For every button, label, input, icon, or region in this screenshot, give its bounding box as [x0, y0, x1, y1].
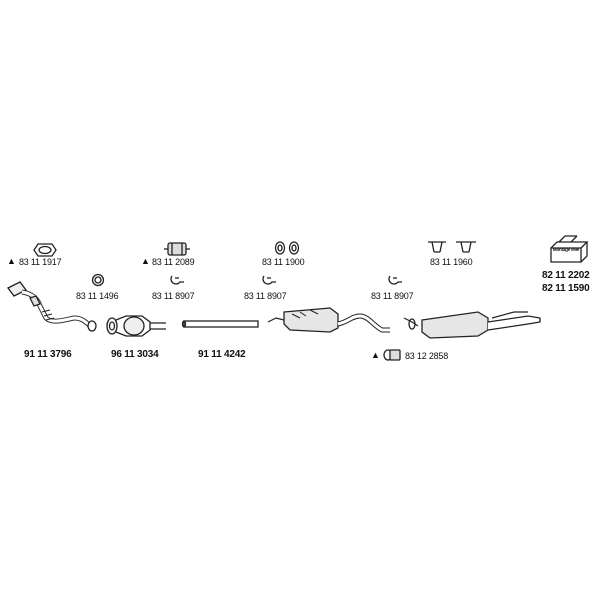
- part-number: 83 11 1900: [262, 257, 305, 267]
- rubber-hanger-icon: [428, 241, 476, 253]
- catalyst-part: [106, 315, 166, 337]
- clamp-icon: [262, 275, 276, 285]
- kit-number: 82 11 2202: [542, 270, 590, 281]
- clamp-pair-icon: [274, 241, 300, 255]
- pipe-clamp-icon: [164, 242, 190, 256]
- part-number: 83 11 8907: [152, 291, 195, 301]
- clamp-icon: [170, 275, 184, 285]
- kit-box-label: Montage teile: [552, 247, 580, 252]
- part-number: 83 11 1960: [430, 257, 473, 267]
- part-number: 83 11 1917: [19, 257, 62, 267]
- warning-icon: ▲: [141, 256, 150, 266]
- gasket-icon: [33, 243, 57, 257]
- part-number: 83 11 8907: [371, 291, 414, 301]
- part-number: 83 11 2089: [152, 257, 195, 267]
- part-number: 83 12 2858: [405, 351, 449, 361]
- center-silencer-part: [267, 307, 390, 333]
- rear-silencer-part: [403, 311, 541, 339]
- clamp-icon: [388, 275, 402, 285]
- part-number-main: 96 11 3034: [111, 349, 159, 360]
- sealing-ring-icon: [91, 273, 105, 287]
- warning-icon: ▲: [371, 350, 380, 360]
- front-pipe-part: [7, 281, 97, 332]
- part-number: 83 11 8907: [244, 291, 287, 301]
- intermediate-pipe-part: [181, 320, 259, 328]
- kit-number: 82 11 1590: [542, 283, 590, 294]
- part-number-main: 91 11 4242: [198, 349, 246, 360]
- rear-clamp-icon: [383, 349, 401, 361]
- part-number-main: 91 11 3796: [24, 349, 72, 360]
- mounting-kit-box-icon: [550, 235, 589, 263]
- warning-icon: ▲: [7, 256, 16, 266]
- part-number: 83 11 1496: [76, 291, 119, 301]
